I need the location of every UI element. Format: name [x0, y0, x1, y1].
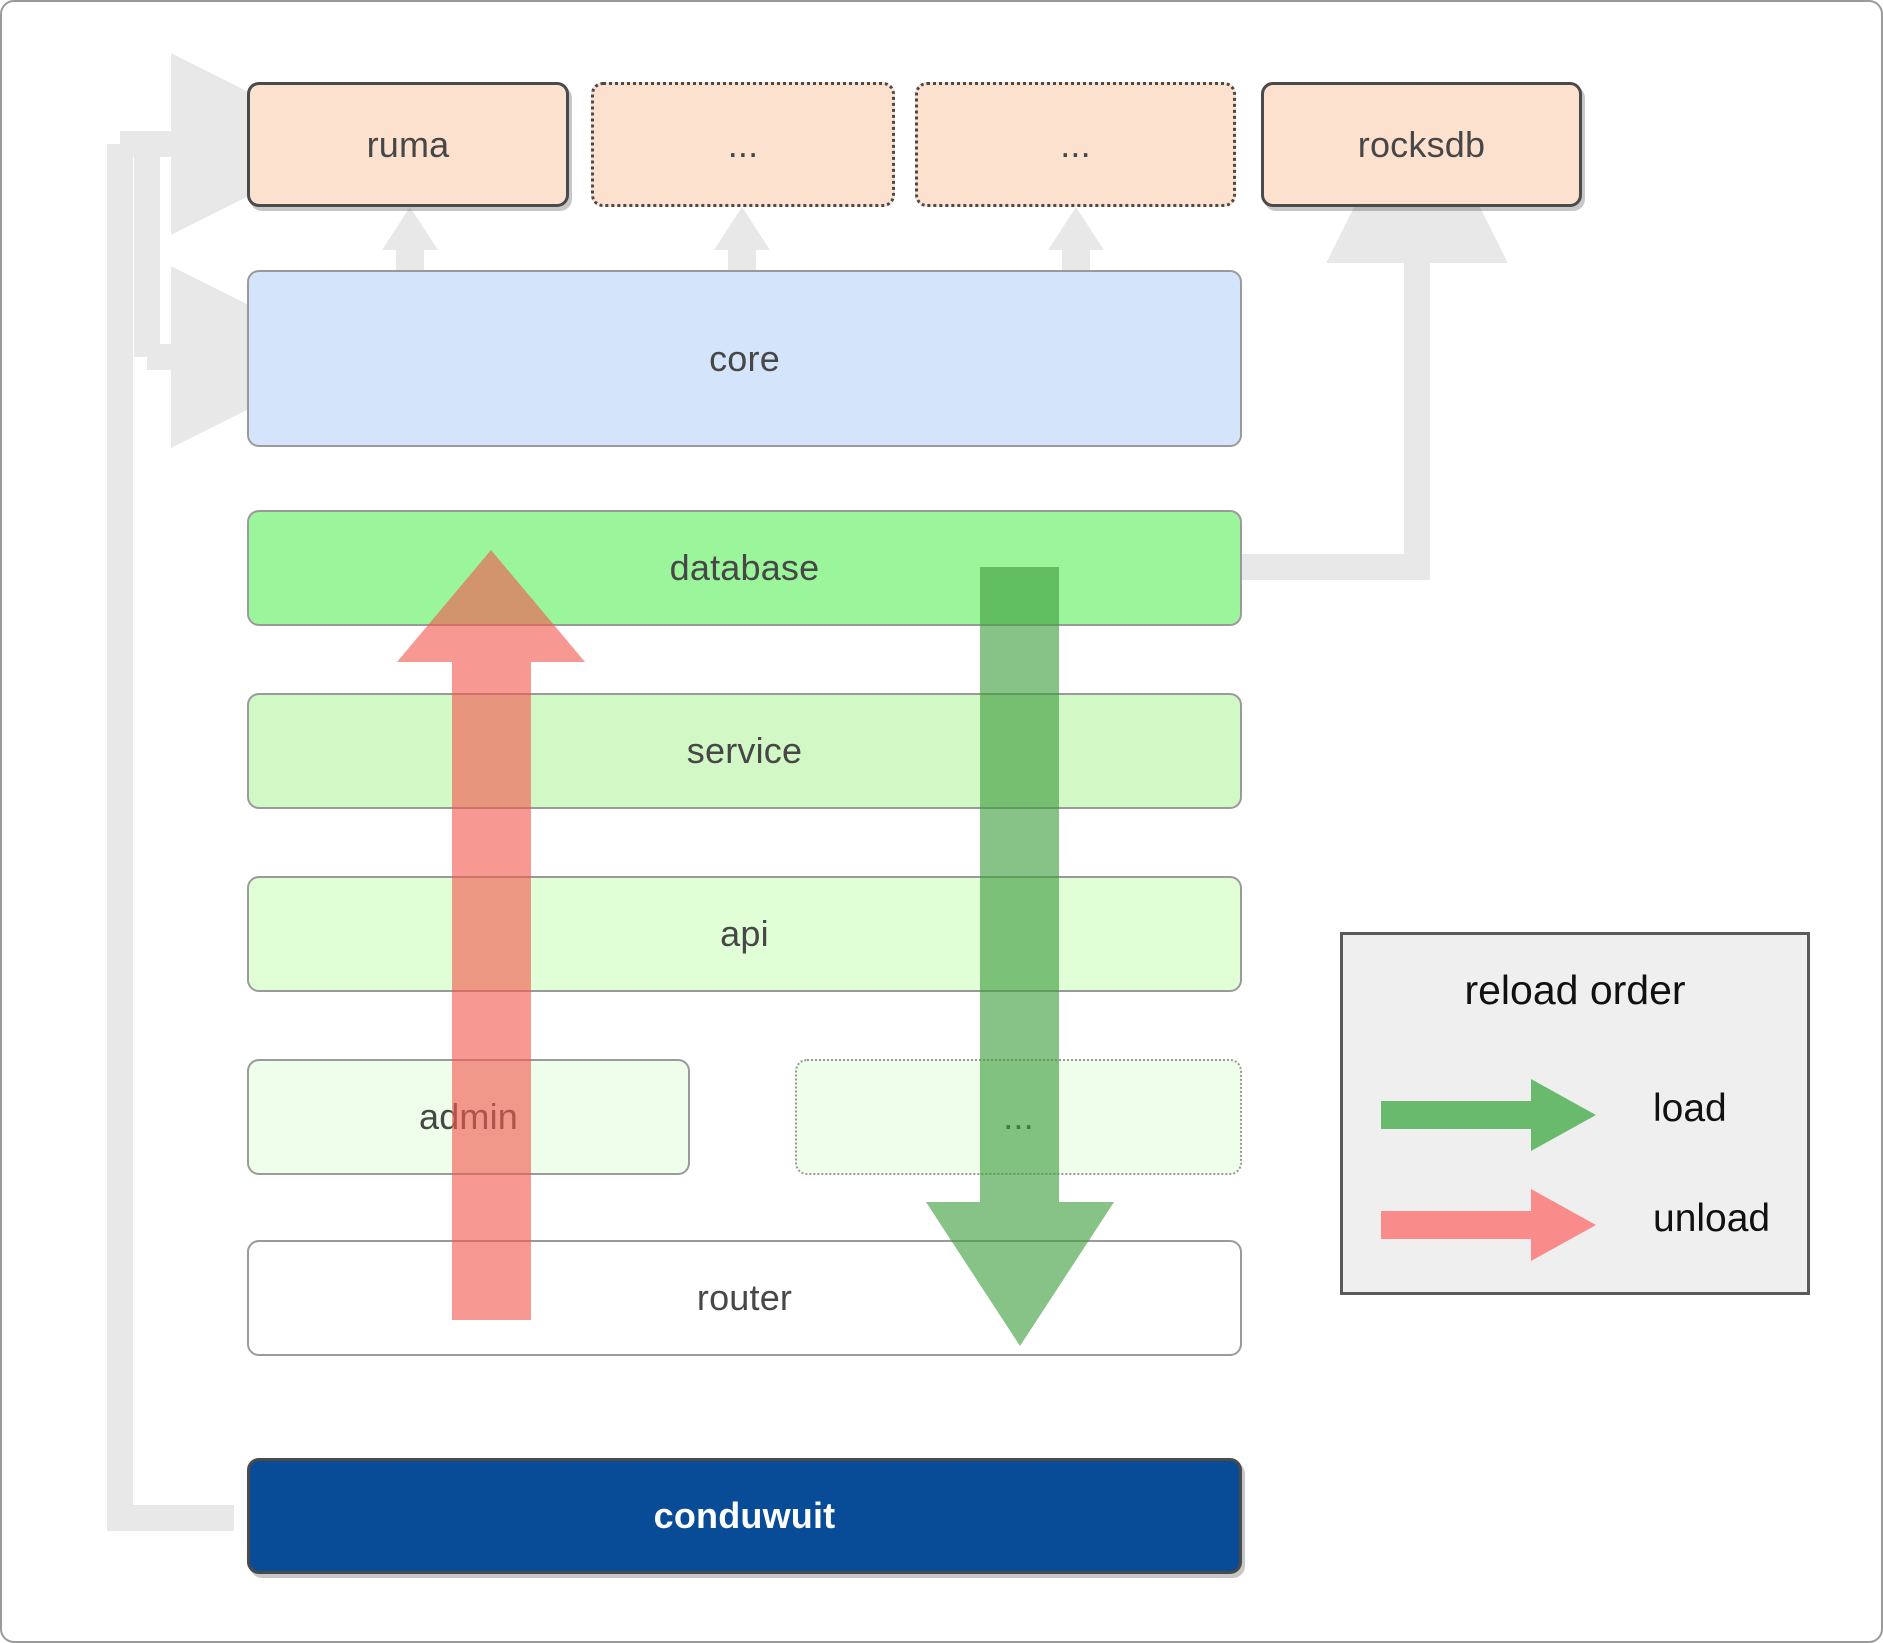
- crate-box-ellipsis-1[interactable]: ...: [591, 82, 895, 207]
- crate-box-ellipsis-3[interactable]: ...: [795, 1059, 1242, 1175]
- legend-title: reload order: [1464, 967, 1686, 1013]
- crate-label: ...: [727, 123, 759, 165]
- crate-label: service: [686, 730, 803, 771]
- crate-box-router[interactable]: router: [247, 1240, 1242, 1356]
- crate-label: ...: [1060, 123, 1091, 165]
- crate-box-service[interactable]: service: [247, 693, 1242, 809]
- crate-box-rocksdb[interactable]: rocksdb: [1261, 82, 1582, 207]
- legend-item-unload: unload: [1343, 1185, 1807, 1265]
- crate-label: ruma: [366, 123, 450, 165]
- gray-connector-rocksdb: [1240, 81, 1508, 580]
- crate-label: core: [709, 337, 780, 379]
- crate-label: admin: [418, 1096, 519, 1137]
- crate-label: api: [720, 913, 769, 954]
- crate-box-database[interactable]: database: [247, 510, 1242, 626]
- legend-label-unload: unload: [1653, 1197, 1771, 1240]
- crate-box-ruma[interactable]: ruma: [247, 82, 569, 207]
- gray-connector-core-up: [382, 207, 1104, 274]
- crate-box-api[interactable]: api: [247, 876, 1242, 992]
- crate-box-conduwuit[interactable]: conduwuit: [247, 1458, 1242, 1574]
- crate-box-ellipsis-2[interactable]: ...: [915, 82, 1236, 207]
- crate-box-core[interactable]: core: [247, 270, 1242, 447]
- unload-arrow-icon: [1381, 1189, 1596, 1261]
- legend-label-load: load: [1653, 1087, 1727, 1130]
- gray-connector-left: [107, 53, 353, 1531]
- crate-label: router: [696, 1277, 793, 1318]
- crate-label: database: [669, 547, 820, 588]
- crate-label: conduwuit: [653, 1495, 836, 1536]
- crate-label: rocksdb: [1357, 123, 1486, 165]
- load-arrow-icon: [1381, 1079, 1596, 1151]
- legend-item-load: load: [1343, 1075, 1807, 1155]
- legend-panel: reload order load unload: [1340, 932, 1810, 1295]
- crate-box-admin[interactable]: admin: [247, 1059, 690, 1175]
- crate-label: ...: [1003, 1096, 1034, 1137]
